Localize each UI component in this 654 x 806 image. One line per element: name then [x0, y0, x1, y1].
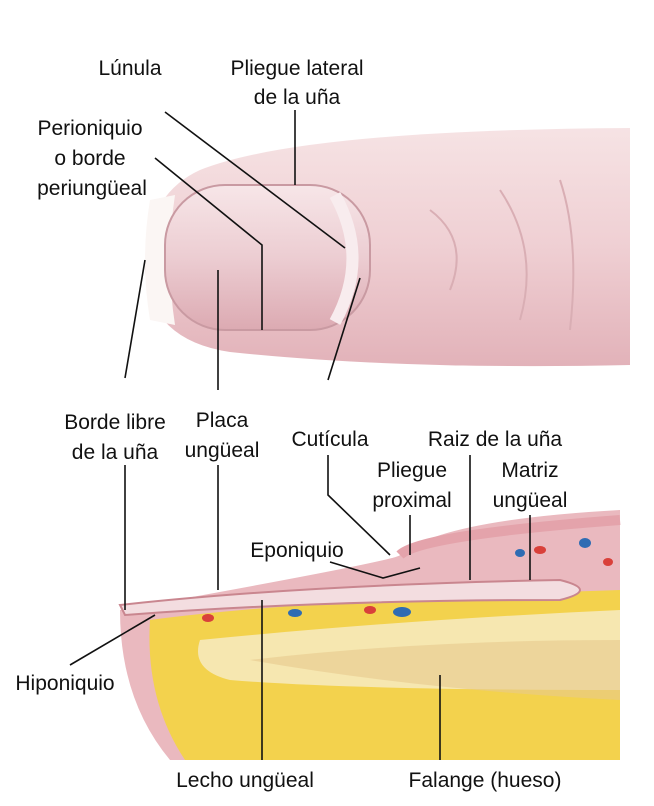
lunula: [329, 192, 359, 325]
label-placa-2: ungüeal: [185, 439, 260, 462]
label-perioniquio-3: periungüeal: [37, 177, 147, 200]
label-raiz: Raiz de la uña: [428, 428, 563, 451]
label-falange: Falange (hueso): [409, 769, 562, 792]
label-pliegue-proximal: Pliegue: [377, 459, 447, 482]
label-pliegue-lateral: Pliegue lateral: [230, 57, 363, 80]
label-perioniquio: Perioniquio: [37, 117, 142, 140]
label-eponiquio: Eponiquio: [250, 539, 343, 562]
label-pliegue-lateral-2: de la uña: [254, 86, 341, 109]
label-placa: Placa: [196, 409, 249, 432]
label-cuticula: Cutícula: [291, 428, 368, 451]
leader-lines: [69, 110, 531, 760]
label-pliegue-proximal-2: proximal: [372, 489, 451, 512]
label-matriz-2: ungüeal: [493, 489, 568, 512]
nail-plate: [164, 184, 371, 331]
label-borde-libre-2: de la uña: [72, 441, 159, 464]
label-lunula: Lúnula: [98, 57, 161, 80]
label-perioniquio-2: o borde: [54, 147, 125, 170]
label-lecho: Lecho ungüeal: [176, 769, 314, 792]
label-matriz: Matriz: [501, 459, 558, 482]
label-hiponiquio: Hiponiquio: [15, 672, 114, 695]
label-borde-libre: Borde libre: [64, 411, 166, 434]
nail-plate-section: [118, 578, 581, 617]
finger-cross-section: [118, 510, 621, 760]
